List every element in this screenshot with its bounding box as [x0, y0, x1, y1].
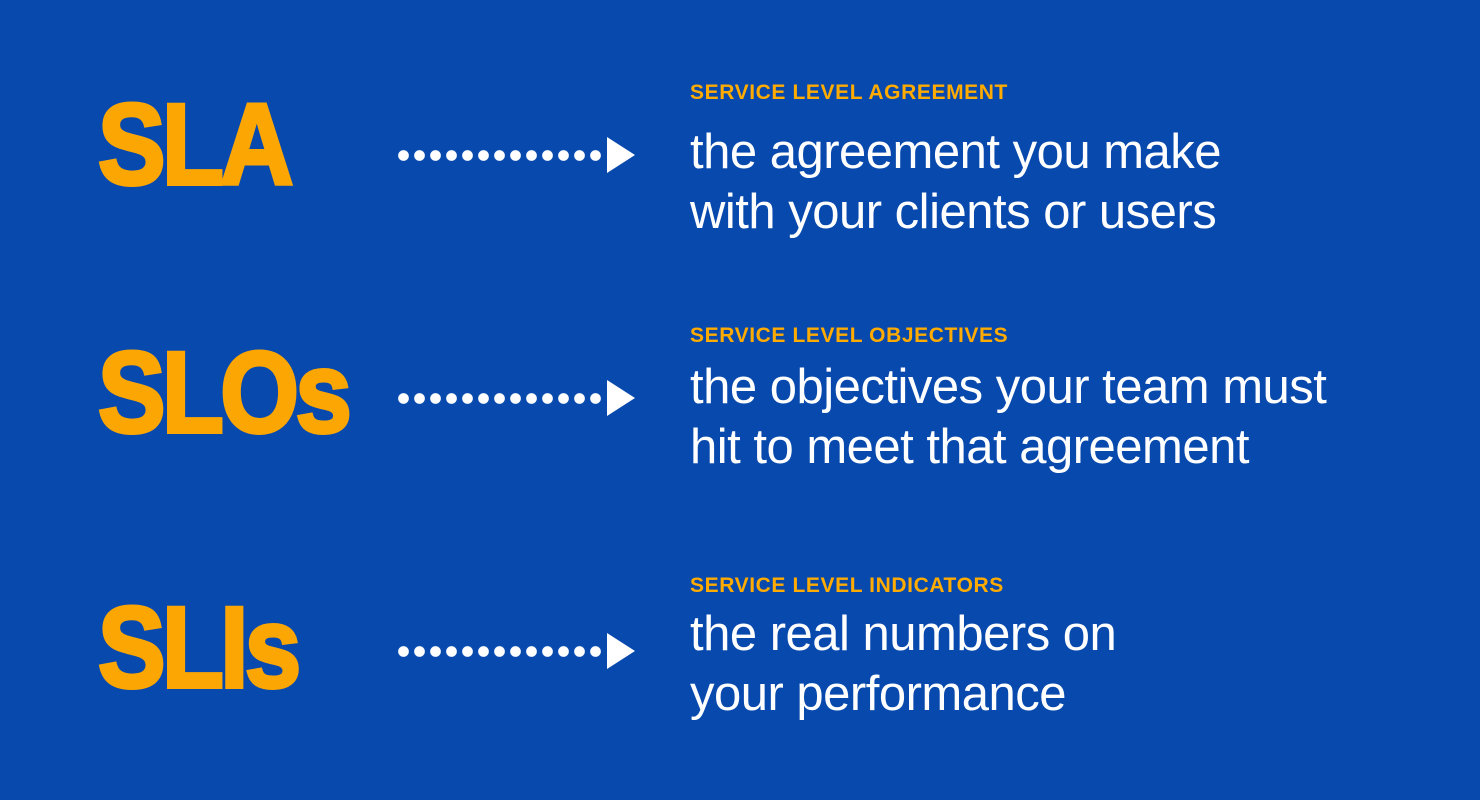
dotted-arrow-icon — [398, 137, 635, 173]
slos-description-line-2: hit to meet that agreement — [690, 420, 1250, 474]
arrow-dots — [398, 392, 604, 404]
slos-acronym: SLOs — [96, 329, 353, 457]
slos-description-line-1: the objectives your team must — [690, 360, 1327, 414]
sla-acronym: SLA — [96, 81, 295, 209]
arrow-head-icon — [607, 633, 635, 669]
sla-description-line-1: the agreement you make — [690, 125, 1222, 179]
sla-description: the agreement you make with your clients… — [690, 122, 1222, 242]
slos-description: the objectives your team must hit to mee… — [690, 357, 1327, 477]
slis-description-line-2: your performance — [690, 667, 1067, 721]
sla-heading: SERVICE LEVEL AGREEMENT — [690, 81, 1008, 104]
dotted-arrow-icon — [398, 633, 635, 669]
slis-description: the real numbers on your performance — [690, 604, 1117, 724]
slos-heading: SERVICE LEVEL OBJECTIVES — [690, 324, 1009, 347]
sla-description-line-2: with your clients or users — [690, 185, 1217, 239]
arrow-dots — [398, 149, 604, 161]
slis-acronym: SLIs — [96, 584, 303, 712]
arrow-head-icon — [607, 380, 635, 416]
slis-heading: SERVICE LEVEL INDICATORS — [690, 574, 1004, 597]
dotted-arrow-icon — [398, 380, 635, 416]
arrow-dots — [398, 645, 604, 657]
slis-description-line-1: the real numbers on — [690, 607, 1117, 661]
arrow-head-icon — [607, 137, 635, 173]
